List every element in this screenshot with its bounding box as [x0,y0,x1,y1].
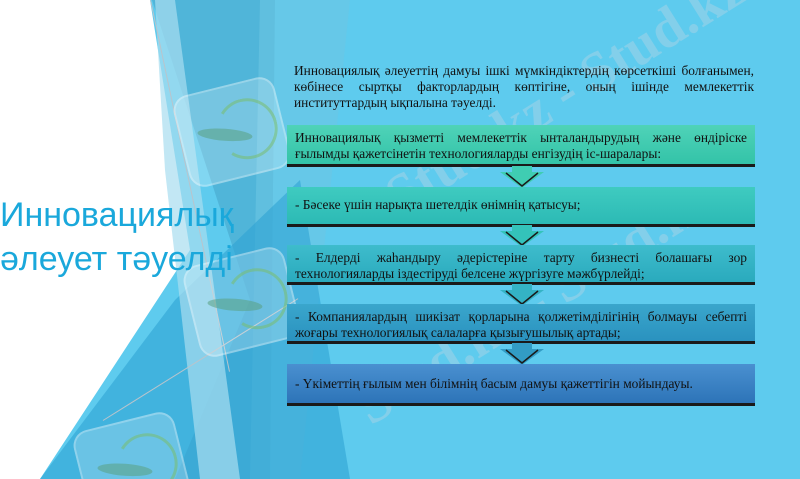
chevron-down-icon [498,343,546,365]
flow-box-text: - Елдерді жаһандыру әдерістеріне тарту б… [295,250,747,281]
title-line-1: Инновациялық [0,196,234,234]
flow-box-3: - Елдерді жаһандыру әдерістеріне тарту б… [287,245,755,285]
chevron-down-icon [498,225,546,247]
chevron-down-icon [498,284,546,306]
flow-box-text: - Компаниялардың шикізат қорларына қолже… [295,309,747,340]
slide-title: Инновациялық әлеует тәуелді [0,193,234,281]
flow-box-text: Инновациялық қызметті мемлекеттік ынтала… [295,130,747,161]
flow-box-2: - Бәсеке үшін нарықта шетелдік өнімнің қ… [287,187,755,227]
flow-box-5: - Үкіметтің ғылым мен білімнің басым дам… [287,364,755,406]
flow-box-1: Инновациялық қызметті мемлекеттік ынтала… [287,125,755,167]
intro-paragraph: Инновациялық әлеуеттің дамуы ішкі мүмкін… [294,63,754,110]
flow-box-text: - Бәсеке үшін нарықта шетелдік өнімнің қ… [295,197,581,212]
title-line-2: әлеует тәуелді [0,240,233,278]
flow-box-4: - Компаниялардың шикізат қорларына қолже… [287,304,755,344]
flow-box-text: - Үкіметтің ғылым мен білімнің басым дам… [295,376,693,391]
chevron-down-icon [498,166,546,188]
